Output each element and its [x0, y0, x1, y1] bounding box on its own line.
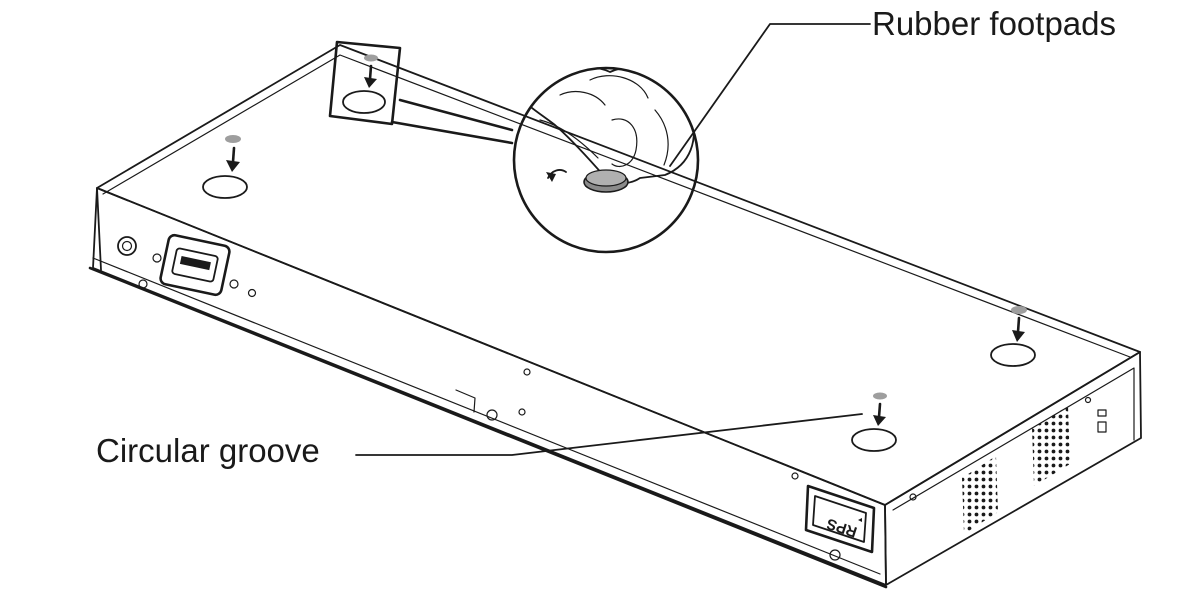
front-notch	[455, 389, 476, 413]
footpad	[873, 392, 887, 400]
ground-terminal-inner	[121, 240, 133, 252]
ground-terminal	[117, 236, 137, 256]
power-inlet-socket	[171, 247, 219, 283]
callout-rubber-footpads: Rubber footpads	[872, 5, 1117, 42]
screw	[152, 253, 162, 263]
highlight-box	[328, 40, 402, 126]
circular-groove	[202, 175, 248, 199]
callout-leader-circular-groove	[355, 413, 863, 456]
screw	[909, 493, 917, 501]
end-face-details	[962, 396, 1107, 534]
fingernail	[611, 118, 638, 168]
footpad-left	[202, 135, 248, 199]
vent-grille	[1032, 406, 1070, 486]
power-inlet	[159, 233, 231, 297]
end-face	[884, 351, 1142, 586]
arrow-head	[226, 160, 240, 172]
callout-leader-rubber-footpads	[669, 23, 871, 167]
left-corner	[96, 187, 102, 271]
screw	[518, 408, 526, 416]
footpad-right-bottom	[851, 392, 897, 452]
arrow-down-icon	[231, 146, 236, 164]
finger-crease	[654, 109, 669, 166]
front-panel-features	[117, 233, 917, 561]
footpad	[225, 135, 241, 143]
arrow-down-icon	[368, 64, 373, 81]
vent-grille	[962, 456, 998, 534]
finger-crease	[559, 91, 606, 106]
finger-icon	[519, 68, 695, 184]
screw	[138, 279, 148, 289]
circular-groove	[851, 428, 897, 452]
screw	[486, 409, 498, 421]
callout-circular-groove: Circular groove	[96, 432, 320, 469]
arrow-head	[1012, 330, 1025, 342]
lock-icon	[1097, 421, 1107, 433]
reset-slot	[1097, 409, 1107, 417]
long-side-face	[92, 187, 887, 586]
rps-arrow-icon	[858, 518, 862, 522]
end-face-inner	[892, 367, 1135, 511]
zoom-detail	[512, 66, 700, 254]
rotate-arrow-head	[546, 172, 556, 182]
finger-crease	[539, 119, 599, 159]
screw	[791, 472, 799, 480]
arrow-down-icon	[1016, 316, 1021, 334]
footpad-top	[585, 169, 627, 187]
screw	[523, 368, 531, 376]
zoom-connector	[390, 120, 514, 145]
rps-port: RPS	[804, 484, 876, 554]
power-inlet-pins	[179, 256, 211, 271]
circular-groove	[342, 90, 386, 114]
footpad	[364, 54, 378, 62]
footpad-right-top	[990, 306, 1036, 367]
arrow-head	[364, 77, 377, 88]
circular-groove	[990, 343, 1036, 367]
rps-port-label: RPS	[825, 515, 860, 541]
arrow-head	[873, 415, 886, 426]
footpad	[1011, 306, 1027, 314]
panel-edge	[102, 54, 1131, 358]
finger-crease	[589, 75, 649, 99]
highlight-frame	[328, 40, 402, 126]
led-hole	[247, 288, 257, 298]
zoom-circle	[512, 66, 700, 254]
arrow-down-icon	[877, 402, 882, 419]
zoom-connector	[398, 98, 514, 132]
bottom-rim	[88, 266, 888, 589]
screw	[229, 279, 239, 289]
rps-port-cover	[812, 495, 867, 543]
screw	[829, 549, 841, 561]
screw	[1084, 396, 1092, 404]
rps-port-frame	[804, 484, 876, 554]
